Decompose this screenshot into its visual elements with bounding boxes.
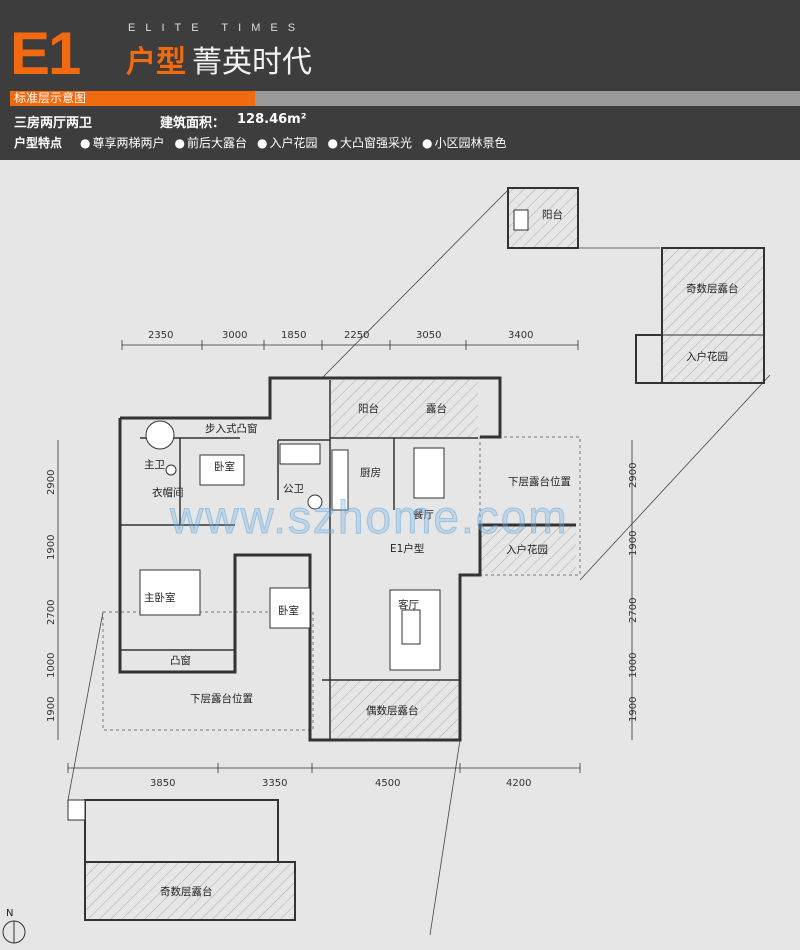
top-dimensions: 2350 3000 1850 2250 3050 3400 [148, 330, 533, 341]
logo: E1 [10, 20, 81, 87]
dim-label: 2700 [628, 598, 639, 623]
odd-terrace-top-label: 奇数层露台 [686, 282, 739, 295]
entry-garden-label: 入户花园 [506, 543, 548, 556]
hatched-areas [330, 380, 576, 738]
dim-label: 2700 [46, 600, 57, 625]
bottom-dimensions: 3850 3350 4500 4200 [150, 778, 531, 789]
master-bath-label: 主卫 [144, 459, 165, 471]
dim-label: 2250 [344, 330, 369, 341]
lower-terrace-right-label: 下层露台位置 [508, 475, 571, 488]
bottom-terrace-detail: 奇数层露台 [67, 799, 296, 921]
feature-item: 大凸窗强采光 [328, 134, 412, 151]
balcony-label: 阳台 [358, 402, 379, 415]
dim-label: 2350 [148, 330, 173, 341]
area-label: 建筑面积： [160, 116, 226, 131]
public-bath-label: 公卫 [283, 483, 304, 495]
dim-label: 3850 [150, 778, 175, 789]
living-label: 客厅 [398, 598, 419, 611]
north-label: N [6, 908, 14, 919]
dim-label: 1900 [628, 697, 639, 722]
dim-label: 1850 [281, 330, 306, 341]
dim-label: 1000 [46, 653, 57, 678]
bedroom-1-label: 卧室 [214, 460, 235, 473]
terrace-label: 露台 [426, 402, 447, 415]
plan-walls [118, 376, 576, 742]
dimension-lines [57, 340, 633, 773]
room-labels: 阳台 露台 步入式凸窗 主卫 卧室 衣帽间 公卫 厨房 餐厅 下层露台位置 E1… [144, 402, 571, 717]
feature-item: 尊享两梯两户 [80, 134, 164, 151]
dim-label: 1000 [628, 653, 639, 678]
furniture [139, 420, 445, 671]
plan-caption: 标准层示意图 [14, 91, 87, 105]
dim-label: 3050 [416, 330, 441, 341]
dim-label: 1900 [46, 535, 57, 560]
tagline: ELITE TIMES [128, 22, 306, 34]
dim-label: 4500 [375, 778, 400, 789]
room-summary: 三房两厅两卫 [14, 116, 93, 131]
lower-terrace-outlines [102, 436, 581, 731]
title-bar [255, 91, 800, 106]
dim-label: 4200 [506, 778, 531, 789]
type-name: 菁英时代 [192, 45, 312, 80]
title-bar-accent [10, 91, 255, 106]
dim-label: 3000 [222, 330, 247, 341]
entry-garden-top-label: 入户花园 [686, 350, 728, 363]
right-dimensions: 2900 1900 2700 1000 1900 [628, 463, 639, 722]
dim-label: 1900 [46, 697, 57, 722]
upper-terrace-detail: 奇数层露台 入户花园 [635, 247, 765, 384]
features-list: 尊享两梯两户 前后大露台 入户花园 大凸窗强采光 小区园林景色 [80, 134, 506, 151]
balcony-top-detail: 阳台 [507, 187, 579, 249]
dim-label: 3350 [262, 778, 287, 789]
odd-terrace-bottom-label: 奇数层露台 [160, 885, 213, 898]
feature-item: 小区园林景色 [422, 134, 506, 151]
guide-lines [67, 189, 771, 936]
closet-label: 衣帽间 [152, 486, 184, 499]
bay-window-label: 凸窗 [170, 654, 191, 667]
walkin-window-label: 步入式凸窗 [205, 422, 258, 435]
feature-item: 入户花园 [257, 134, 317, 151]
left-dimensions: 2900 1900 2700 1000 1900 [46, 470, 57, 722]
balcony-top-label: 阳台 [542, 208, 563, 221]
bedroom-2-label: 卧室 [278, 604, 299, 617]
kitchen-label: 厨房 [360, 466, 381, 479]
unit-label: E1户型 [390, 542, 424, 555]
north-arrow [2, 920, 26, 944]
dim-label: 2900 [628, 463, 639, 488]
watermark: www.szhome.com [170, 491, 569, 544]
dim-label: 1900 [628, 531, 639, 556]
master-bedroom-label: 主卧室 [144, 591, 176, 604]
dim-label: 3400 [508, 330, 533, 341]
features-title: 户型特点 [14, 136, 63, 150]
dining-label: 餐厅 [413, 508, 434, 521]
feature-item: 前后大露台 [175, 134, 247, 151]
lower-terrace-left-label: 下层露台位置 [190, 692, 253, 705]
dim-label: 2900 [46, 470, 57, 495]
area-value: 128.46m² [237, 112, 307, 127]
even-terrace-label: 偶数层露台 [366, 704, 419, 717]
type-label: 户型 [126, 45, 186, 80]
